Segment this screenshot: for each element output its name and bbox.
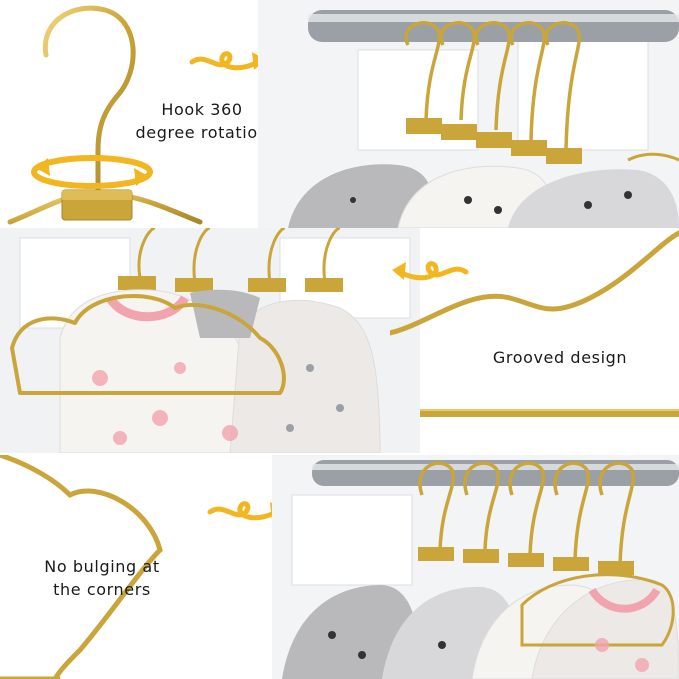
rotation-caption-line-2: degree rotation: [135, 123, 269, 143]
corners-caption: No bulging at the corners: [22, 555, 182, 601]
rail-photo-top: [258, 0, 679, 228]
rotation-arrows-icon: [31, 155, 153, 189]
single-hanger-image: [7, 5, 203, 225]
rail-photo-bottom: [272, 455, 679, 679]
grooved-caption: Grooved design: [470, 346, 650, 369]
hook-rotation-panel: [0, 0, 290, 225]
rotation-caption: Hook 360 degree rotation: [122, 98, 282, 144]
swirl-arrow-icon: [188, 42, 268, 82]
swirl-arrow-icon: [390, 252, 470, 292]
rotation-caption-line-1: Hook 360: [161, 100, 243, 119]
corners-caption-line-1: No bulging at: [44, 557, 160, 576]
grooved-caption-line-1: Grooved design: [492, 348, 628, 367]
corners-caption-line-2: the corners: [53, 580, 151, 600]
hanger-corner-detail: [0, 455, 310, 679]
grooved-hanger-detail: [390, 228, 679, 453]
clothes-photo-middle: [0, 228, 420, 453]
